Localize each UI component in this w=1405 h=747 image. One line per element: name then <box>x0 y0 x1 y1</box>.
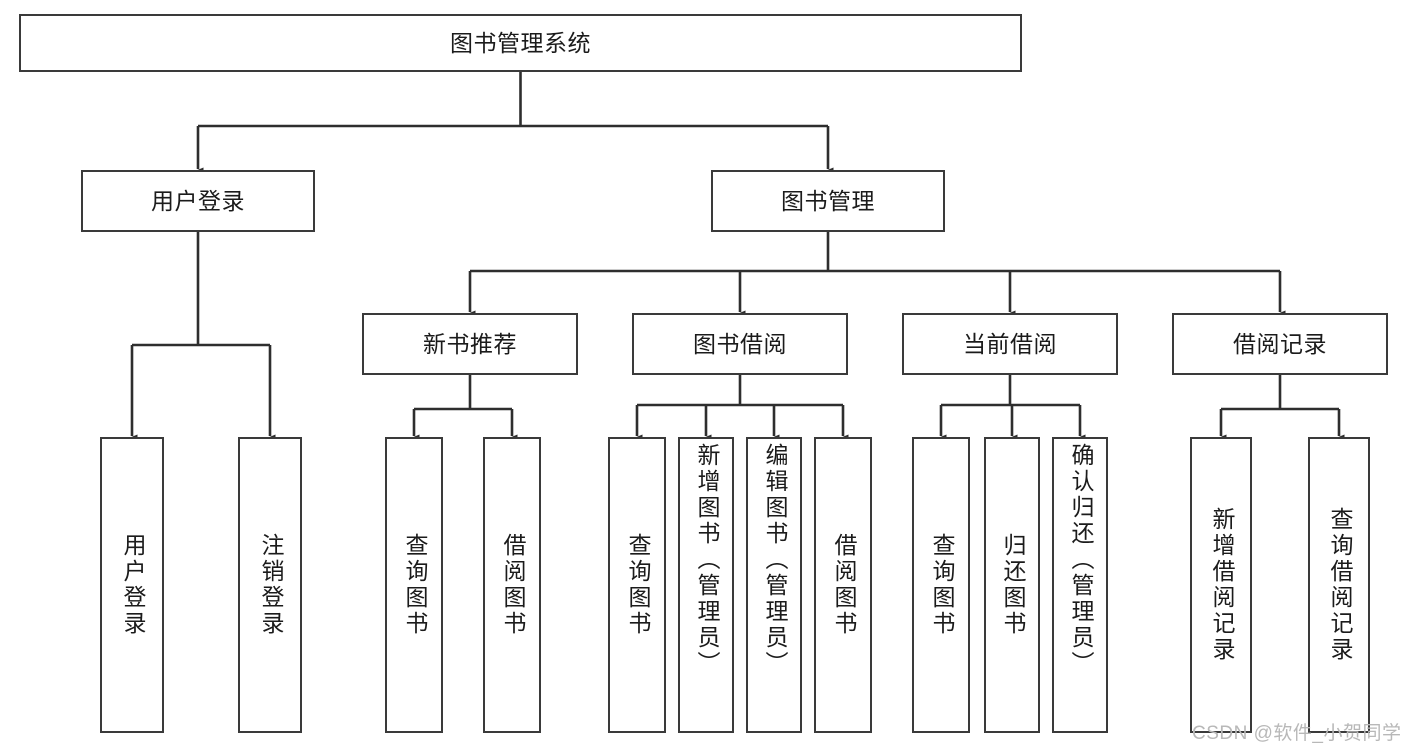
node-leaf-query-book-2[interactable]: 查询图书 <box>608 437 666 733</box>
node-book-borrow[interactable]: 图书借阅 <box>632 313 848 375</box>
node-label: 用户登录 <box>151 187 245 214</box>
node-label: 用户登录 <box>119 533 146 637</box>
node-user-login[interactable]: 用户登录 <box>81 170 315 232</box>
node-label: 借阅图书 <box>499 533 526 637</box>
node-label: 新增借阅记录 <box>1208 507 1235 663</box>
node-label: 借阅图书 <box>830 533 857 637</box>
node-label: 确认归还（管理员） <box>1067 443 1094 677</box>
node-label: 编辑图书（管理员） <box>761 443 788 677</box>
node-leaf-query-record[interactable]: 查询借阅记录 <box>1308 437 1370 733</box>
node-label: 查询图书 <box>401 533 428 637</box>
node-book-manage[interactable]: 图书管理 <box>711 170 945 232</box>
node-label: 新增图书（管理员） <box>693 443 720 677</box>
node-label: 图书管理 <box>781 187 875 214</box>
node-root[interactable]: 图书管理系统 <box>19 14 1022 72</box>
node-leaf-edit-book[interactable]: 编辑图书（管理员） <box>746 437 802 733</box>
node-current-borrow[interactable]: 当前借阅 <box>902 313 1118 375</box>
node-label: 图书管理系统 <box>450 29 591 56</box>
node-label: 归还图书 <box>999 533 1026 637</box>
node-label: 当前借阅 <box>963 330 1057 357</box>
watermark-csdn: CSDN @软件_小贺同学 <box>1192 723 1402 744</box>
node-label: 图书借阅 <box>693 330 787 357</box>
node-label: 注销登录 <box>257 533 284 637</box>
node-leaf-borrow-book-2[interactable]: 借阅图书 <box>814 437 872 733</box>
node-borrow-record[interactable]: 借阅记录 <box>1172 313 1388 375</box>
node-leaf-user-logout[interactable]: 注销登录 <box>238 437 302 733</box>
node-label: 查询借阅记录 <box>1326 507 1353 663</box>
node-label: 查询图书 <box>624 533 651 637</box>
node-label: 借阅记录 <box>1233 330 1327 357</box>
node-leaf-add-book[interactable]: 新增图书（管理员） <box>678 437 734 733</box>
node-leaf-user-login[interactable]: 用户登录 <box>100 437 164 733</box>
node-leaf-query-book-1[interactable]: 查询图书 <box>385 437 443 733</box>
node-leaf-query-book-3[interactable]: 查询图书 <box>912 437 970 733</box>
node-new-book-rec[interactable]: 新书推荐 <box>362 313 578 375</box>
node-label: 查询图书 <box>928 533 955 637</box>
node-label: 新书推荐 <box>423 330 517 357</box>
node-leaf-add-record[interactable]: 新增借阅记录 <box>1190 437 1252 733</box>
node-leaf-confirm-return[interactable]: 确认归还（管理员） <box>1052 437 1108 733</box>
node-leaf-return-book[interactable]: 归还图书 <box>984 437 1040 733</box>
node-leaf-borrow-book-1[interactable]: 借阅图书 <box>483 437 541 733</box>
